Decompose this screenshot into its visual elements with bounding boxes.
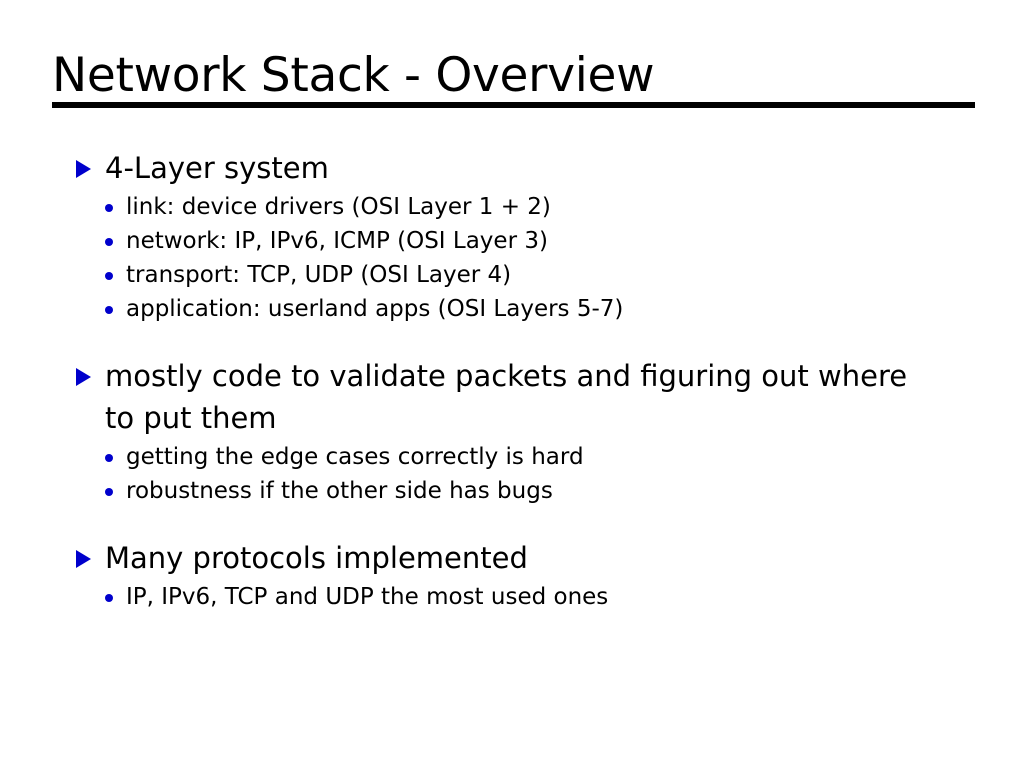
round-dot-bullet-icon <box>105 272 113 280</box>
round-dot-bullet-icon <box>105 488 113 496</box>
sub-bullet-list: IP, IPv6, TCP and UDP the most used ones <box>0 580 1024 614</box>
bullet-level1-label: 4-Layer system <box>105 151 329 185</box>
bullet-level2-label: robustness if the other side has bugs <box>126 478 553 504</box>
round-dot-bullet-icon <box>105 204 113 212</box>
bullet-level2: robustness if the other side has bugs <box>0 474 1024 508</box>
round-dot-bullet-icon <box>105 594 113 602</box>
bullet-level1: mostly code to validate packets and figu… <box>0 355 1024 439</box>
round-dot-bullet-icon <box>105 454 113 462</box>
title-block: Network Stack - Overview <box>52 50 976 102</box>
triangle-right-bullet-icon <box>76 160 91 178</box>
bullet-level2-label: link: device drivers (OSI Layer 1 + 2) <box>126 194 551 220</box>
bullet-level1: 4-Layer system <box>0 147 1024 189</box>
bullet-level2-label: network: IP, IPv6, ICMP (OSI Layer 3) <box>126 228 548 254</box>
bullet-group: mostly code to validate packets and figu… <box>0 355 1024 508</box>
sub-bullet-list: getting the edge cases correctly is hard… <box>0 440 1024 508</box>
bullet-level2: IP, IPv6, TCP and UDP the most used ones <box>0 580 1024 614</box>
bullet-level1: Many protocols implemented <box>0 537 1024 579</box>
bullet-group: 4-Layer system link: device drivers (OSI… <box>0 147 1024 326</box>
bullet-level2-label: IP, IPv6, TCP and UDP the most used ones <box>126 584 609 610</box>
bullet-level2: getting the edge cases correctly is hard <box>0 440 1024 474</box>
triangle-right-bullet-icon <box>76 368 91 386</box>
page-title: Network Stack - Overview <box>52 48 655 103</box>
bullet-level2-label: application: userland apps (OSI Layers 5… <box>126 296 624 322</box>
round-dot-bullet-icon <box>105 238 113 246</box>
bullet-level2-label: transport: TCP, UDP (OSI Layer 4) <box>126 262 512 288</box>
bullet-level2: transport: TCP, UDP (OSI Layer 4) <box>0 258 1024 292</box>
triangle-right-bullet-icon <box>76 550 91 568</box>
title-divider <box>52 102 975 108</box>
bullet-group: Many protocols implemented IP, IPv6, TCP… <box>0 537 1024 614</box>
bullet-level2: application: userland apps (OSI Layers 5… <box>0 292 1024 326</box>
bullet-level1-label: mostly code to validate packets and figu… <box>105 359 908 435</box>
sub-bullet-list: link: device drivers (OSI Layer 1 + 2) n… <box>0 190 1024 326</box>
bullet-level2-label: getting the edge cases correctly is hard <box>126 444 584 470</box>
bullet-level2: network: IP, IPv6, ICMP (OSI Layer 3) <box>0 224 1024 258</box>
round-dot-bullet-icon <box>105 306 113 314</box>
bullet-level1-label: Many protocols implemented <box>105 541 528 575</box>
slide-body: 4-Layer system link: device drivers (OSI… <box>0 147 1024 614</box>
bullet-level2: link: device drivers (OSI Layer 1 + 2) <box>0 190 1024 224</box>
